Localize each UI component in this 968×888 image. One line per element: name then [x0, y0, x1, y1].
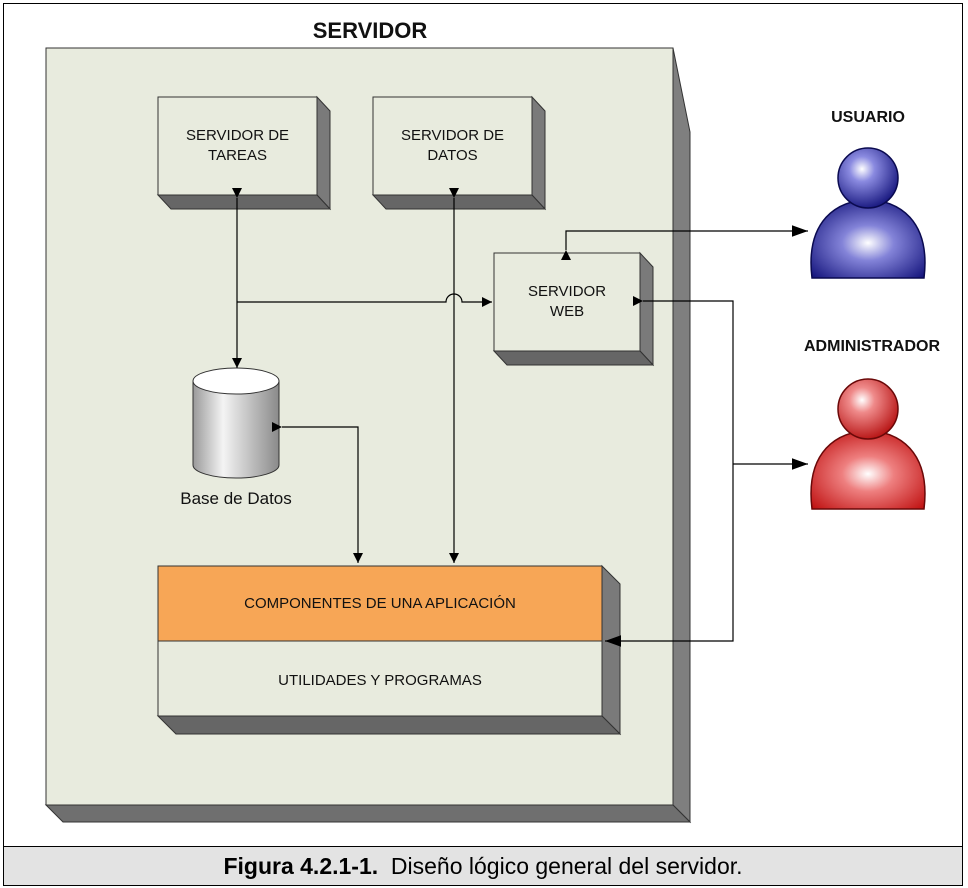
administrador-figure [810, 378, 926, 510]
caption-figure-number: Figura 4.2.1-1. [223, 853, 379, 879]
server-title: SERVIDOR [312, 18, 428, 43]
componentes-label: COMPONENTES DE UNA APLICACIÓN [244, 595, 516, 612]
servidor-tareas-line-2: TAREAS [208, 147, 267, 164]
connectors [232, 188, 808, 647]
servidor-tareas-label: SERVIDOR DE TAREAS [158, 126, 317, 166]
servidor-web-line-1: SERVIDOR [527, 283, 607, 300]
servidor-datos-line-1: SERVIDOR DE [400, 127, 505, 144]
servidor-web-line-2: WEB [549, 303, 585, 320]
servidor-datos-line-2: DATOS [427, 147, 478, 164]
caption-text: Diseño lógico general del servidor. [390, 853, 743, 879]
servidor-datos-box [371, 95, 547, 211]
servidor-tareas-line-1: SERVIDOR DE [185, 127, 290, 144]
usuario-label: USUARIO [831, 109, 905, 126]
administrador-label: ADMINISTRADOR [804, 338, 940, 355]
database-label: Base de Datos [180, 489, 292, 508]
servidor-web-label: SERVIDOR WEB [494, 282, 640, 322]
database-cylinder [192, 367, 280, 479]
servidor-tareas-box [156, 95, 332, 211]
servidor-datos-label: SERVIDOR DE DATOS [373, 126, 532, 166]
usuario-figure [810, 147, 926, 279]
componentes-block [156, 564, 622, 736]
figure-caption: Figura 4.2.1-1. Diseño lógico general de… [3, 846, 963, 886]
utilidades-label: UTILIDADES Y PROGRAMAS [278, 672, 482, 689]
